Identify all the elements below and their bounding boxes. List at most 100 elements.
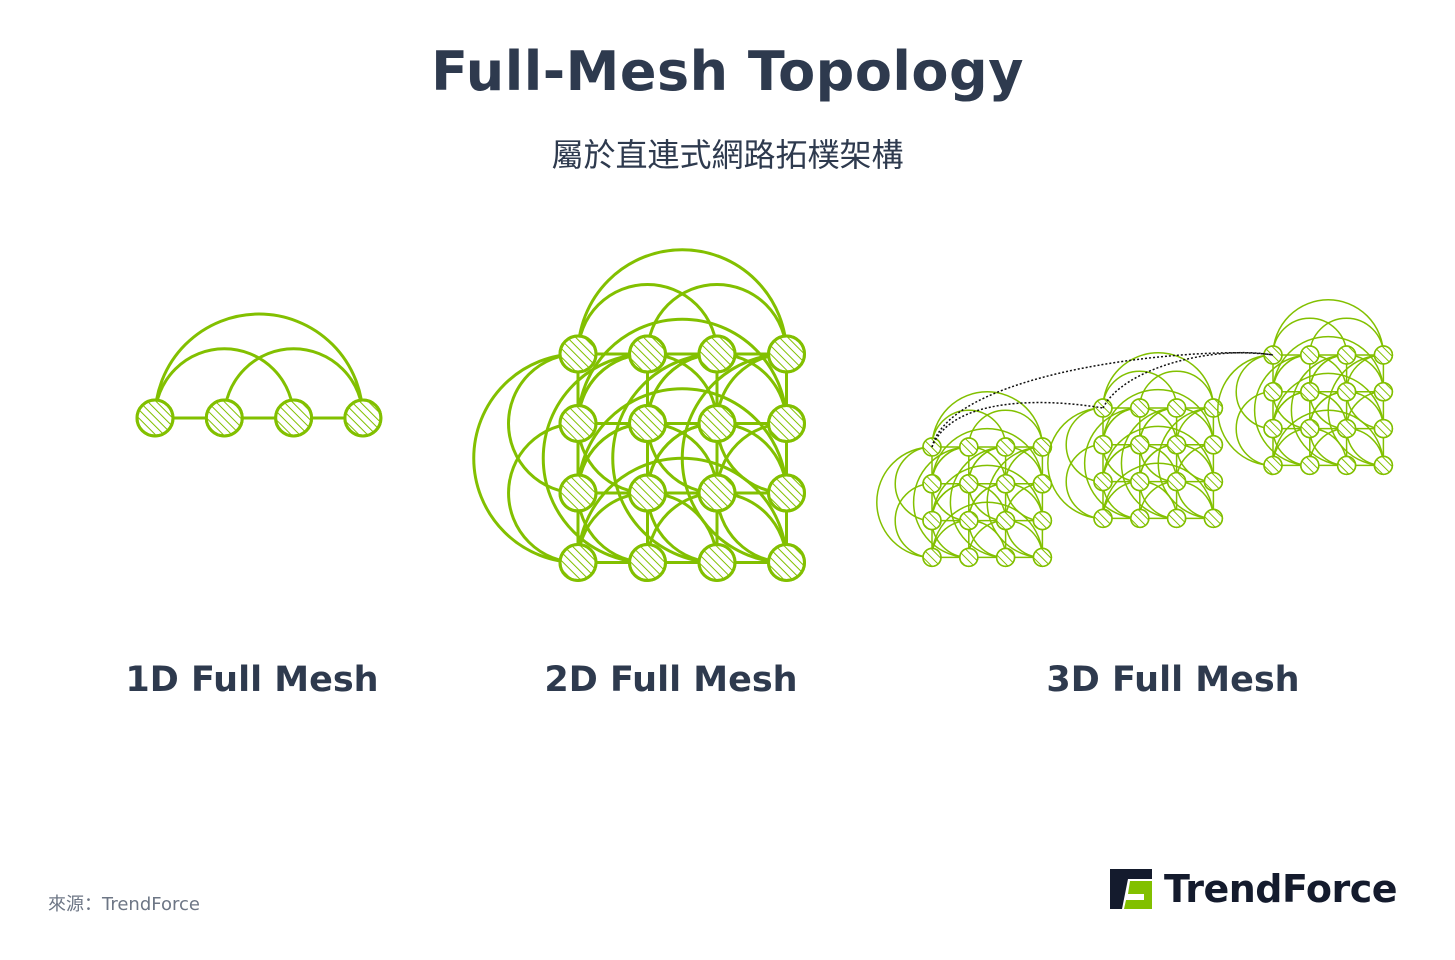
node	[628, 404, 667, 443]
mesh-1d	[135, 312, 383, 438]
node	[959, 547, 979, 568]
node	[922, 474, 942, 494]
node	[1373, 345, 1394, 365]
node	[1263, 418, 1283, 439]
mesh-arc	[1217, 354, 1274, 467]
node	[1032, 474, 1053, 494]
node	[558, 404, 598, 443]
node	[767, 334, 806, 374]
node	[558, 473, 598, 513]
mesh-arc	[1102, 425, 1215, 482]
mesh-arc	[153, 312, 365, 419]
label-1d-full-mesh: 1D Full Mesh	[125, 660, 379, 700]
mesh-arc	[1102, 352, 1215, 409]
mesh-arc	[931, 464, 1044, 521]
mesh-arc	[894, 446, 933, 522]
node	[1300, 455, 1320, 476]
mesh-arc	[968, 409, 1044, 448]
mesh-arc	[1120, 407, 1177, 520]
inter-layer-link	[931, 351, 1274, 448]
mesh-3d-layer	[1217, 299, 1394, 476]
node	[135, 398, 175, 438]
mesh-arc	[876, 446, 933, 559]
node	[1203, 398, 1224, 418]
node	[1130, 471, 1150, 492]
label-2d-full-mesh: 2D Full Mesh	[544, 660, 798, 700]
mesh-arc	[541, 352, 648, 564]
mesh-arc	[1065, 407, 1104, 483]
node	[995, 510, 1016, 531]
node	[1093, 471, 1113, 492]
mesh-arc	[153, 347, 296, 419]
node	[959, 510, 979, 531]
mesh-arc	[611, 352, 718, 564]
node	[1336, 382, 1357, 402]
mesh-3d	[876, 299, 1394, 568]
mesh-arc	[1272, 317, 1348, 356]
node	[1166, 398, 1187, 418]
node	[274, 398, 314, 438]
label-3d-full-mesh: 3D Full Mesh	[1046, 660, 1300, 700]
node	[959, 474, 979, 494]
mesh-arc	[986, 446, 1043, 559]
node	[1336, 345, 1357, 365]
node	[558, 543, 598, 582]
node	[1166, 435, 1187, 455]
node	[1336, 418, 1357, 439]
node	[1300, 382, 1320, 402]
mesh-arc	[1272, 372, 1385, 429]
node	[558, 334, 598, 374]
node	[1093, 435, 1113, 455]
mesh-arc	[576, 317, 788, 424]
node	[1300, 418, 1320, 439]
node	[697, 404, 737, 443]
mesh-arc	[1102, 370, 1178, 409]
node	[1032, 547, 1053, 568]
node	[204, 398, 244, 438]
mesh-arc	[1102, 388, 1215, 445]
node	[697, 473, 737, 513]
mesh-arc	[894, 483, 933, 559]
mesh-arc	[680, 352, 787, 564]
inter-layer-link	[1102, 351, 1274, 409]
node	[922, 547, 942, 568]
node	[995, 474, 1016, 494]
node	[1093, 508, 1113, 529]
mesh-arc	[1139, 370, 1215, 409]
node	[697, 543, 737, 582]
mesh-arc	[576, 387, 788, 494]
mesh-arc	[1290, 354, 1347, 467]
node	[628, 334, 667, 374]
mesh-arc	[1065, 444, 1104, 520]
node	[1130, 508, 1150, 529]
mesh-arc	[931, 391, 1044, 448]
mesh-3d-layer	[876, 391, 1053, 568]
node	[1373, 418, 1394, 439]
mesh-arc	[912, 446, 969, 559]
mesh-arc	[1157, 407, 1214, 520]
mesh-arc	[931, 409, 1007, 448]
node	[1032, 510, 1053, 531]
node	[767, 543, 806, 582]
node	[995, 547, 1016, 568]
mesh-arc	[1235, 391, 1274, 467]
logo-text: TrendForce	[1164, 867, 1398, 911]
node	[697, 334, 737, 374]
node	[1263, 455, 1283, 476]
mesh-arc	[1309, 317, 1385, 356]
node	[767, 404, 806, 443]
node	[995, 437, 1016, 457]
node	[1203, 471, 1224, 492]
node	[343, 398, 383, 438]
node	[1032, 437, 1053, 457]
node	[767, 473, 806, 513]
node	[1263, 382, 1283, 402]
page-subtitle: 屬於直連式網路拓樸架構	[551, 136, 904, 174]
node	[1130, 398, 1150, 418]
node	[1166, 508, 1187, 529]
trendforce-logo-icon	[1110, 869, 1152, 909]
node	[1373, 382, 1394, 402]
node	[1203, 508, 1224, 529]
node	[628, 473, 667, 513]
